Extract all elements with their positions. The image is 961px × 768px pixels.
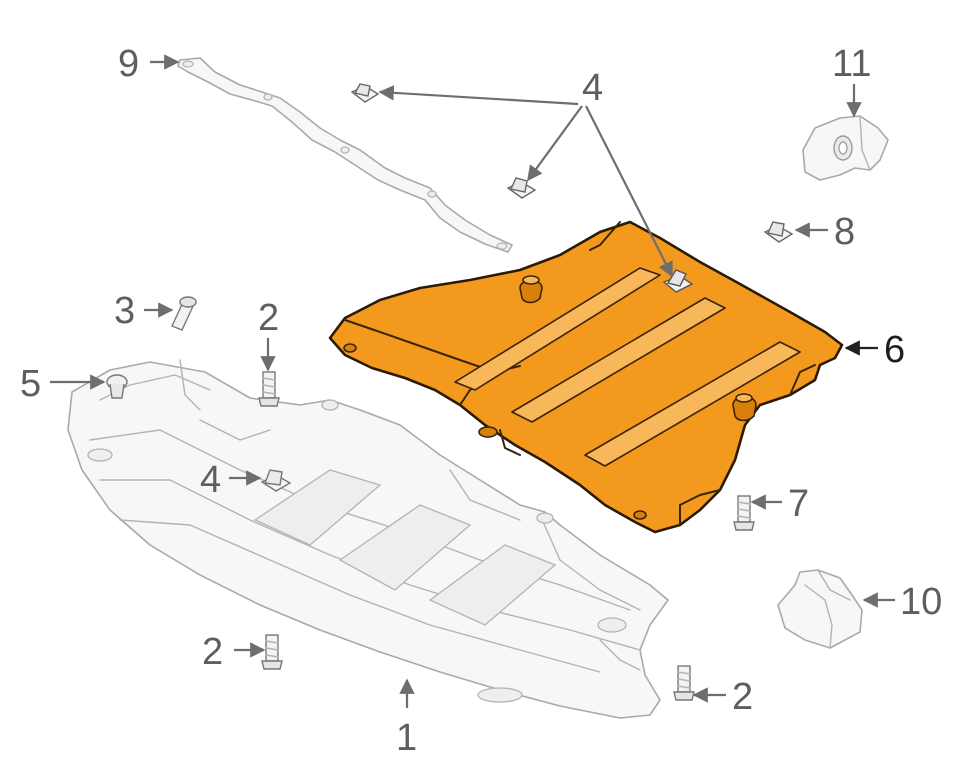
clip-nut-eight bbox=[763, 221, 794, 243]
leader-lines bbox=[50, 54, 895, 708]
callout-10: 10 bbox=[900, 581, 942, 623]
callout-labels: 9 4 11 8 6 3 2 5 4 7 10 2 2 1 bbox=[20, 43, 942, 759]
clip-nut-on-shield bbox=[662, 269, 694, 293]
clip-nut-middle bbox=[506, 177, 537, 199]
callout-5: 5 bbox=[20, 363, 41, 405]
callout-1: 1 bbox=[396, 717, 417, 759]
callout-9: 9 bbox=[118, 43, 139, 85]
callout-11: 11 bbox=[832, 43, 871, 85]
bolt-lower-left bbox=[261, 634, 283, 670]
callout-7: 7 bbox=[788, 483, 809, 525]
callout-6: 6 bbox=[884, 329, 905, 371]
bolt-lower-right bbox=[673, 665, 695, 701]
side-bracket-ten bbox=[777, 569, 863, 649]
callout-2-upper: 2 bbox=[258, 297, 279, 339]
bolt-seven bbox=[733, 495, 755, 531]
callout-2-lower-right: 2 bbox=[732, 676, 753, 718]
screw-three bbox=[171, 296, 197, 331]
callout-4-top: 4 bbox=[582, 67, 603, 109]
callout-8: 8 bbox=[834, 211, 855, 253]
bolt-upper bbox=[258, 371, 280, 407]
callout-3: 3 bbox=[114, 290, 135, 332]
engine-splash-shield[interactable] bbox=[328, 220, 844, 534]
reinforcement-bracket bbox=[177, 57, 513, 253]
clip-nut-top bbox=[350, 83, 380, 103]
push-clip-five bbox=[106, 374, 128, 399]
callout-4-left: 4 bbox=[200, 459, 221, 501]
clip-nut-left bbox=[260, 469, 292, 492]
side-bracket-eleven bbox=[802, 115, 889, 181]
callout-2-lower-left: 2 bbox=[202, 631, 223, 673]
